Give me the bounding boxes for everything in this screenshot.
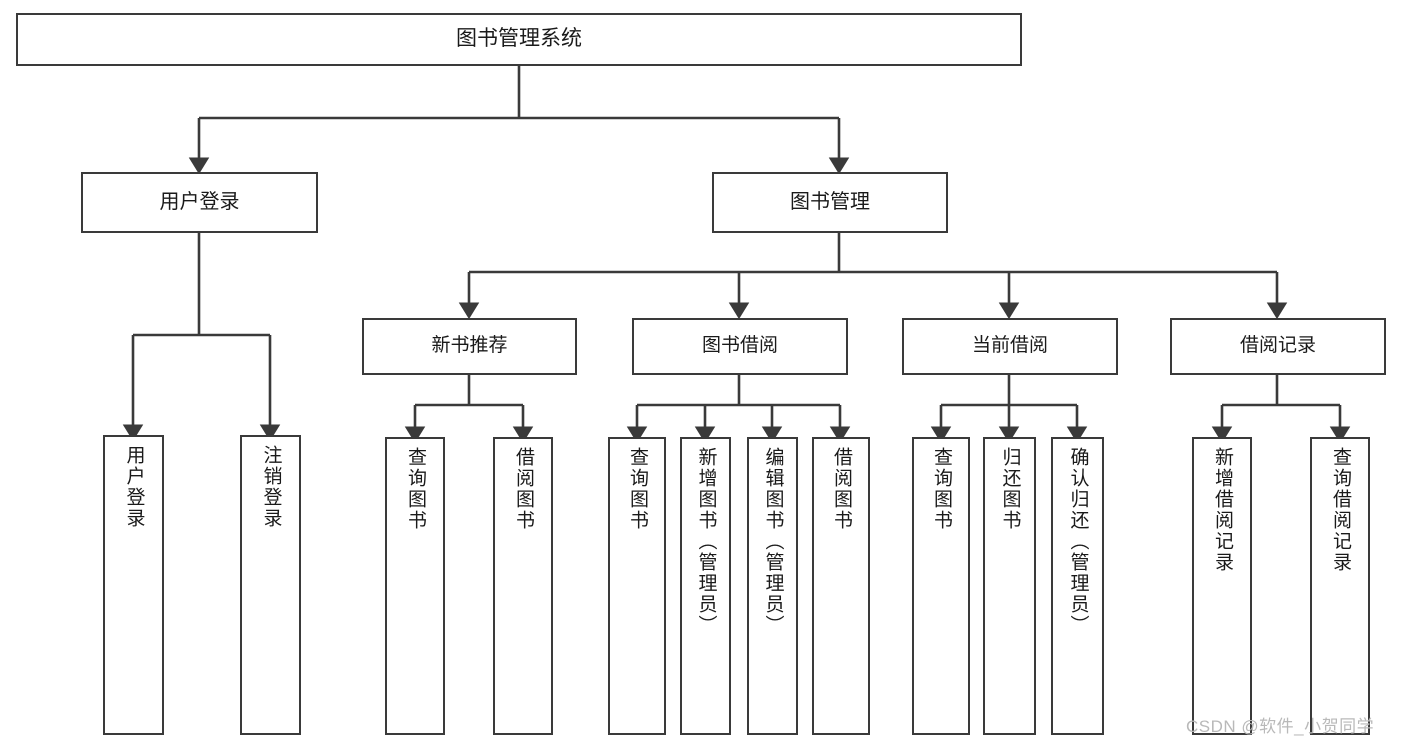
node-book-manage-label: 图书管理 <box>790 190 870 213</box>
node-leaf-query-book-2-label: 查询图书 <box>626 447 648 531</box>
node-new-book-recommend[interactable]: 新书推荐 <box>362 318 577 375</box>
node-leaf-query-book-1[interactable]: 查询图书 <box>385 437 445 735</box>
node-user-login-label: 用户登录 <box>159 190 240 213</box>
node-leaf-query-record-label: 查询借阅记录 <box>1329 447 1351 573</box>
node-leaf-user-login[interactable]: 用户登录 <box>103 435 164 735</box>
node-book-borrow-label: 图书借阅 <box>701 335 778 357</box>
node-leaf-user-login-label: 用户登录 <box>123 445 145 529</box>
node-leaf-borrow-book-2-label: 借阅图书 <box>830 447 852 531</box>
node-leaf-query-book-3-label: 查询图书 <box>930 447 952 531</box>
node-leaf-borrow-book-1[interactable]: 借阅图书 <box>493 437 553 735</box>
watermark: CSDN @软件_小贺同学 <box>1186 717 1375 736</box>
node-book-manage[interactable]: 图书管理 <box>712 172 948 233</box>
node-leaf-query-book-2[interactable]: 查询图书 <box>608 437 666 735</box>
node-leaf-user-logout-label: 注销登录 <box>260 445 282 529</box>
node-leaf-add-record[interactable]: 新增借阅记录 <box>1192 437 1252 735</box>
node-root-label: 图书管理系统 <box>456 27 582 51</box>
node-leaf-edit-book-label: 编辑图书（管理员） <box>762 447 784 636</box>
node-leaf-add-book-label: 新增图书（管理员） <box>695 447 717 636</box>
node-leaf-borrow-book-2[interactable]: 借阅图书 <box>812 437 870 735</box>
node-leaf-return-book[interactable]: 归还图书 <box>983 437 1036 735</box>
node-root[interactable]: 图书管理系统 <box>16 13 1022 66</box>
node-leaf-borrow-book-1-label: 借阅图书 <box>512 447 534 531</box>
node-leaf-query-book-1-label: 查询图书 <box>404 447 426 531</box>
node-borrow-record[interactable]: 借阅记录 <box>1170 318 1386 375</box>
node-leaf-confirm-return-label: 确认归还（管理员） <box>1067 447 1089 636</box>
node-leaf-add-record-label: 新增借阅记录 <box>1211 447 1233 573</box>
node-borrow-record-label: 借阅记录 <box>1239 335 1316 357</box>
node-current-borrow[interactable]: 当前借阅 <box>902 318 1118 375</box>
node-leaf-return-book-label: 归还图书 <box>999 447 1021 531</box>
node-book-borrow[interactable]: 图书借阅 <box>632 318 848 375</box>
node-leaf-add-book[interactable]: 新增图书（管理员） <box>680 437 731 735</box>
node-user-login[interactable]: 用户登录 <box>81 172 318 233</box>
node-leaf-confirm-return[interactable]: 确认归还（管理员） <box>1051 437 1104 735</box>
node-leaf-query-record[interactable]: 查询借阅记录 <box>1310 437 1370 735</box>
node-current-borrow-label: 当前借阅 <box>971 335 1048 357</box>
node-leaf-edit-book[interactable]: 编辑图书（管理员） <box>747 437 798 735</box>
node-new-book-recommend-label: 新书推荐 <box>431 335 508 357</box>
node-leaf-query-book-3[interactable]: 查询图书 <box>912 437 970 735</box>
node-leaf-user-logout[interactable]: 注销登录 <box>240 435 301 735</box>
